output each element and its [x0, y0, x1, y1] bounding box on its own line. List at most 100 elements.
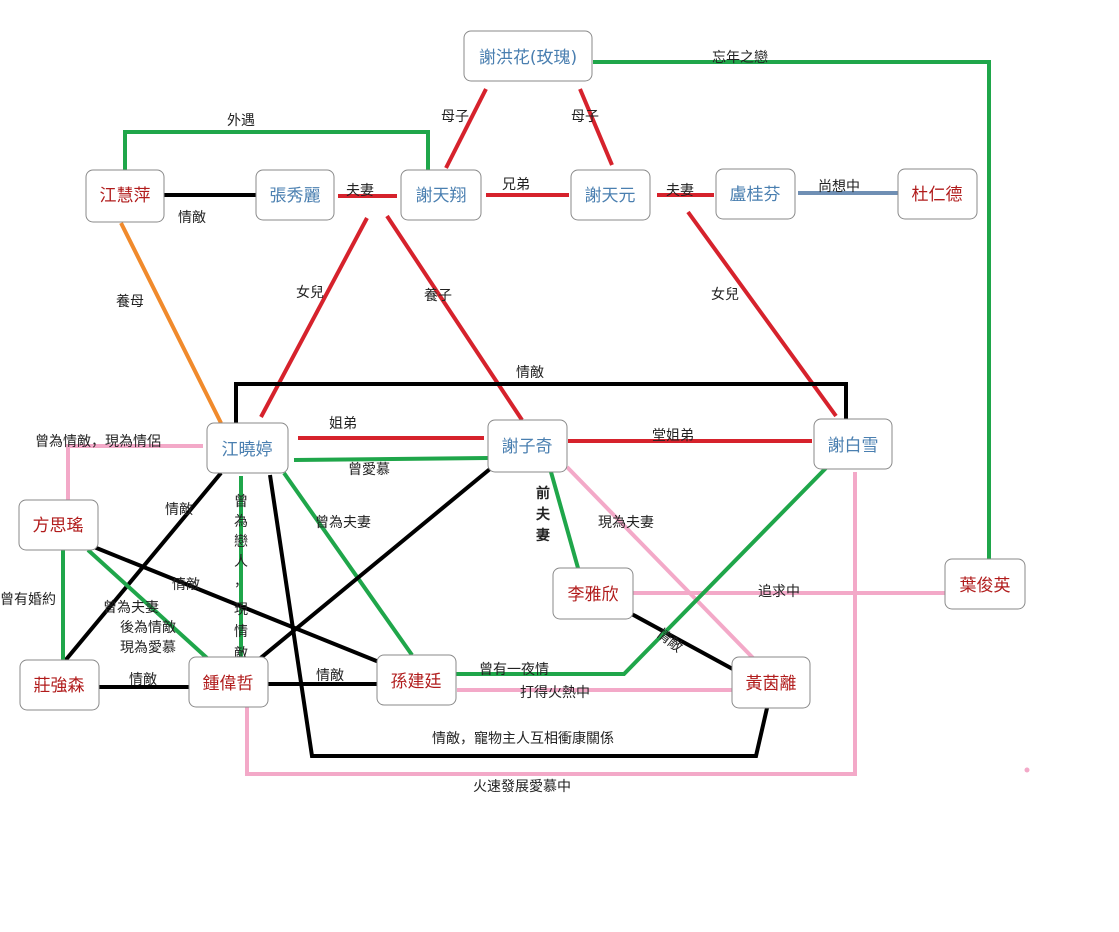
- node-jiang-huiping[interactable]: 江慧萍: [85, 169, 165, 223]
- relationship-edge-2: [593, 60, 991, 559]
- edge-label-zhuiqiu: 追求中: [758, 584, 800, 600]
- node-label: 謝洪花(玫瑰): [479, 48, 577, 68]
- relationship-edge-33: [245, 472, 857, 776]
- edge-label-waiyu: 外遇: [227, 113, 255, 129]
- edge-layer: [61, 60, 991, 776]
- node-label: 黃茵離: [746, 674, 797, 694]
- node-label: 李雅欣: [568, 585, 619, 605]
- edge-label-hunyue: 曾有婚約: [0, 592, 56, 608]
- node-zhang-xiuli[interactable]: 張秀麗: [255, 169, 335, 221]
- node-label: 盧桂芬: [730, 185, 781, 205]
- edge-label-qingdi-box: 情敵: [516, 365, 544, 381]
- node-xie-tianxiang[interactable]: 謝天翔: [400, 169, 482, 221]
- edge-label-jiedi: 姐弟: [329, 416, 357, 432]
- edge-label-huosu: 火速發展愛慕中: [473, 779, 571, 795]
- edge-label-fuqi-1: 夫妻: [346, 183, 374, 199]
- node-fang-siyao[interactable]: 方思瑤: [18, 499, 99, 551]
- vchar: 妻: [536, 527, 550, 544]
- edge-label-tangjiedi: 堂姐弟: [652, 428, 694, 444]
- node-zhuang-qiangsen[interactable]: 莊強森: [19, 659, 100, 711]
- edge-label-qingdi-jz: 情敵: [165, 502, 193, 518]
- node-sun-jianting[interactable]: 孫建廷: [376, 654, 457, 706]
- relationship-edge-20: [282, 471, 414, 657]
- node-lu-guifen[interactable]: 盧桂芬: [715, 168, 796, 220]
- relationship-edge-17: [66, 444, 203, 500]
- relationship-edge-27: [627, 610, 741, 675]
- relationship-edge-0: [444, 88, 488, 169]
- vchar: 夫: [536, 506, 551, 523]
- vchar: 現: [234, 602, 248, 618]
- node-label: 葉俊英: [960, 576, 1011, 596]
- edge-label-qingdi-top: 情敵: [178, 210, 206, 226]
- node-label: 江曉婷: [222, 440, 273, 460]
- edge-label-yangzi: 養子: [424, 287, 452, 304]
- node-label: 謝天翔: [416, 186, 467, 206]
- relationship-edge-15: [293, 456, 489, 462]
- edge-label-muzi-2: 母子: [571, 109, 599, 125]
- node-zhong-weizhe[interactable]: 鍾偉哲: [188, 656, 269, 708]
- relationship-edge-30: [455, 466, 828, 676]
- node-jiang-xiaoting[interactable]: 江曉婷: [206, 422, 289, 474]
- node-label: 謝子奇: [502, 437, 553, 457]
- edge-label-cengaimu: 曾愛慕: [348, 462, 390, 478]
- node-label: 莊強森: [34, 676, 85, 696]
- edge-label-qingdi-zs: 情敵: [316, 668, 344, 684]
- relationship-edge-1: [578, 88, 614, 166]
- node-li-yaxin[interactable]: 李雅欣: [552, 567, 634, 620]
- node-xie-honghua[interactable]: 謝洪花(玫瑰): [463, 30, 593, 82]
- edge-label-wangnian: 忘年之戀: [712, 50, 768, 66]
- relationship-edge-25: [93, 545, 380, 664]
- edge-label-nuer-1: 女兒: [296, 284, 324, 301]
- node-label: 孫建廷: [391, 672, 442, 692]
- edge-label-yangmu: 養母: [116, 293, 144, 310]
- edge-label-xiongdi: 兄弟: [502, 177, 530, 193]
- edge-label-huore: 打得火熱中: [520, 684, 590, 701]
- edge-label-qianfuqi-vertical: 前 夫 妻: [536, 485, 551, 544]
- node-label: 謝白雪: [828, 436, 879, 456]
- relationship-edge-10: [259, 217, 369, 418]
- pink-dot: [1024, 767, 1030, 773]
- edge-label-fuqi-2: 夫妻: [666, 183, 694, 199]
- edge-label-yiyeqing: 曾有一夜情: [479, 662, 549, 678]
- vchar: 情: [234, 624, 248, 640]
- vchar: 人: [234, 554, 248, 570]
- vchar: 曾: [234, 494, 248, 510]
- edge-label-shangxiang: 尚想中: [818, 179, 860, 195]
- edge-label-xianfuqi: 現為夫妻: [598, 515, 654, 531]
- node-xie-ziqi[interactable]: 謝子奇: [487, 419, 568, 473]
- relationship-edge-11: [385, 214, 524, 422]
- vchar: ，: [234, 574, 248, 590]
- relationship-edge-13: [234, 382, 848, 423]
- edge-label-qingdi-zz: 情敵: [129, 672, 157, 688]
- node-label: 張秀麗: [270, 186, 321, 206]
- node-huang-yinli[interactable]: 黃茵離: [731, 656, 811, 709]
- relationship-edge-24: [86, 548, 209, 660]
- edge-label-layer: 忘年之戀 母子 母子 外遇 情敵 夫妻 兄弟 夫妻 尚想中 養母 女兒 養子 女…: [0, 50, 1030, 795]
- relationship-edge-21: [549, 471, 580, 569]
- node-label: 方思瑤: [33, 516, 84, 536]
- relationship-edge-32: [268, 474, 769, 758]
- vchar: 戀: [234, 534, 248, 550]
- edge-label-chongwu: 情敵，寵物主人互相衝康關係: [432, 730, 614, 747]
- node-xie-tianyuan[interactable]: 謝天元: [570, 169, 651, 221]
- vchar: 為: [234, 514, 248, 530]
- edge-label-remarried-2: 後為情敵: [120, 620, 176, 636]
- relationship-edge-9: [119, 222, 223, 424]
- relationship-edge-22: [565, 465, 756, 661]
- edge-label-nuer-2: 女兒: [711, 286, 739, 303]
- vchar: 前: [536, 485, 550, 502]
- node-label: 謝天元: [585, 186, 636, 206]
- edge-label-lianren-vertical: 曾 為 戀 人 ， 現 情 敵: [234, 494, 248, 662]
- edge-label-remarried-1: 曾為夫妻: [103, 600, 159, 616]
- node-label: 杜仁德: [912, 185, 963, 205]
- edge-label-remarried-3: 現為愛慕: [120, 640, 176, 656]
- node-xie-baixue[interactable]: 謝白雪: [813, 418, 893, 470]
- edge-label-muzi-1: 母子: [441, 109, 469, 125]
- relationship-edge-3: [123, 130, 430, 170]
- node-du-rende[interactable]: 杜仁德: [897, 168, 978, 220]
- node-label: 江慧萍: [100, 186, 151, 206]
- node-layer: 謝洪花(玫瑰) 江慧萍 張秀麗 謝天翔 謝天元 盧桂芬 杜仁德 江曉婷: [18, 30, 1026, 711]
- edge-label-fang-jiang: 曾為情敵，現為情侶: [35, 434, 161, 450]
- node-ye-junying[interactable]: 葉俊英: [944, 558, 1026, 610]
